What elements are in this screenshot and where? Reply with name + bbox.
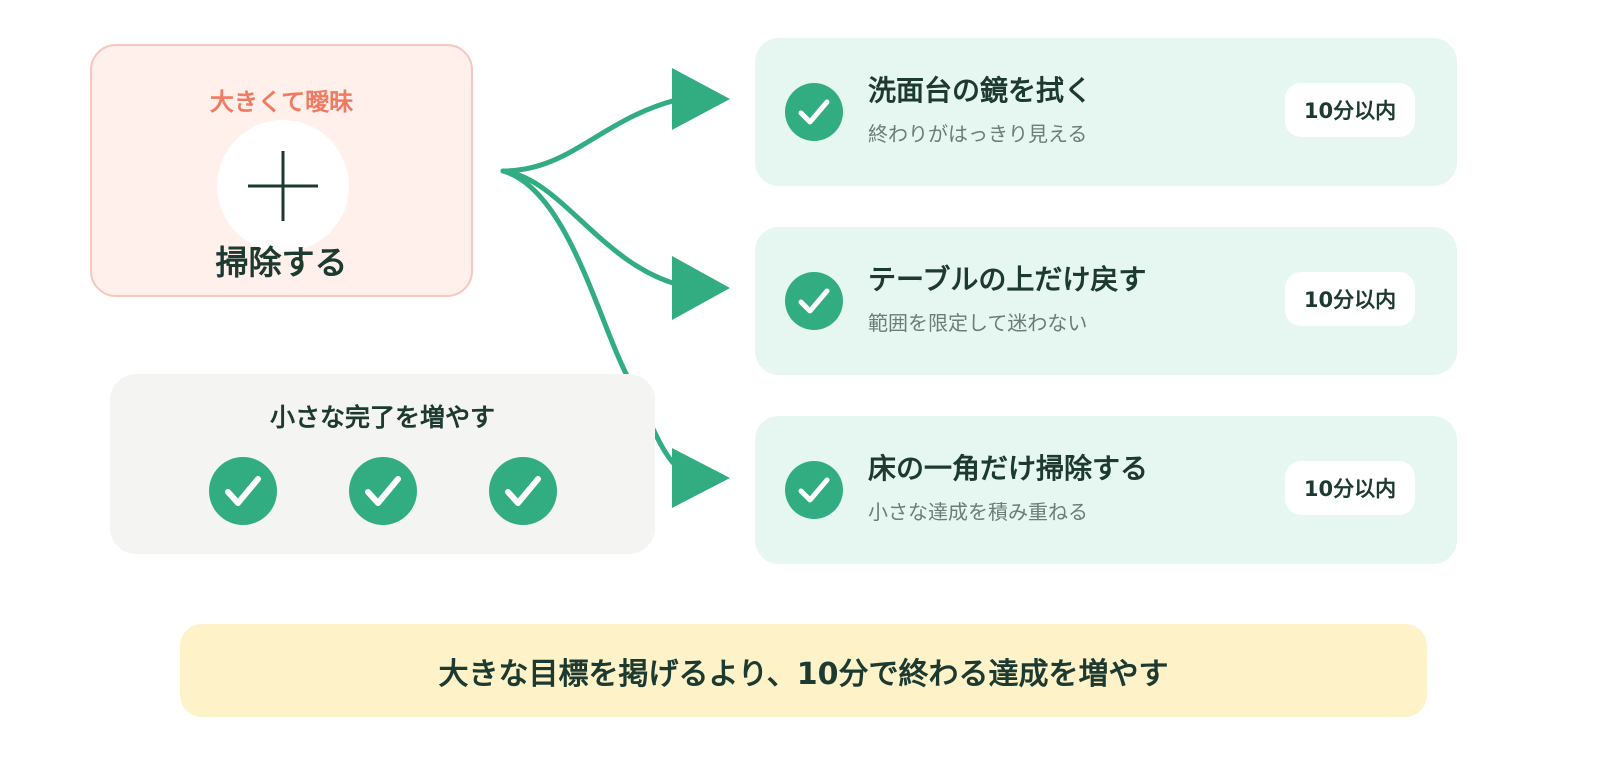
task-card-3: 床の一角だけ掃除する 小さな達成を積み重ねる 10分以内	[755, 416, 1457, 564]
check-circle-icon	[785, 272, 843, 330]
vague-task-card: 大きくて曖昧 掃除する	[90, 44, 473, 297]
arrow-line-1	[500, 97, 679, 174]
check-circle-icon	[489, 457, 557, 525]
check-circle-icon	[785, 461, 843, 519]
vague-task-caption: 大きくて曖昧	[209, 88, 354, 116]
summary-banner: 大きな目標を掲げるより、10分で終わる達成を増やす	[180, 624, 1427, 717]
task-title: テーブルの上だけ戻す	[868, 263, 1147, 296]
time-badge: 10分以内	[1285, 461, 1415, 515]
arrow-line-3	[500, 168, 679, 469]
plus-icon	[248, 151, 318, 221]
check-circle-icon	[209, 457, 277, 525]
time-badge: 10分以内	[1285, 83, 1415, 137]
check-circle-icon	[349, 457, 417, 525]
plus-icon-circle	[217, 120, 349, 252]
task-title: 床の一角だけ掃除する	[868, 452, 1149, 485]
task-subtitle: 範囲を限定して迷わない	[868, 311, 1088, 335]
check-circle-icon	[785, 83, 843, 141]
arrow-line-2	[500, 168, 679, 287]
vague-task-title: 掃除する	[215, 243, 348, 282]
task-card-1: 洗面台の鏡を拭く 終わりがはっきり見える 10分以内	[755, 38, 1457, 186]
task-title: 洗面台の鏡を拭く	[868, 74, 1093, 107]
time-badge: 10分以内	[1285, 272, 1415, 326]
arrowhead-1	[672, 68, 730, 130]
task-card-2: テーブルの上だけ戻す 範囲を限定して迷わない 10分以内	[755, 227, 1457, 375]
small-wins-title: 小さな完了を増やす	[269, 403, 495, 432]
arrowhead-3	[672, 448, 730, 508]
arrowhead-2	[672, 256, 730, 320]
task-subtitle: 小さな達成を積み重ねる	[868, 500, 1088, 524]
small-wins-card: 小さな完了を増やす	[110, 374, 655, 554]
task-subtitle: 終わりがはっきり見える	[868, 122, 1088, 146]
